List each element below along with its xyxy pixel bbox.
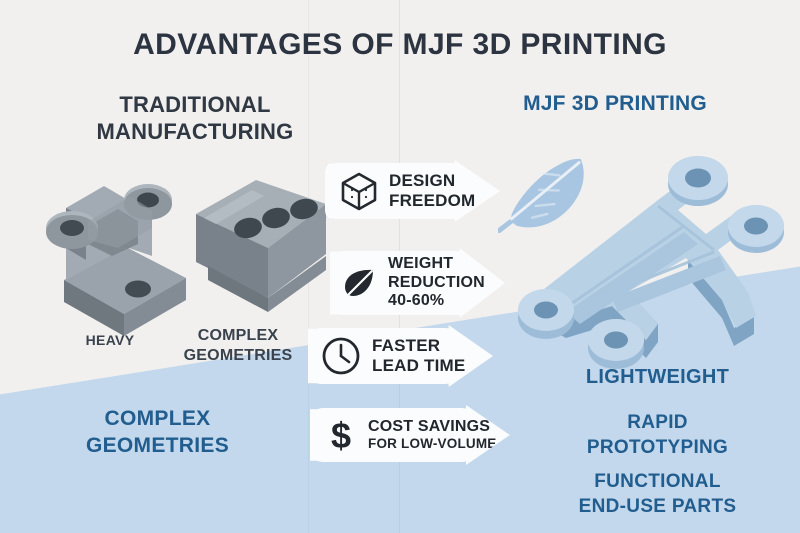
arrow-faster-lead-time[interactable]: FASTER LEAD TIME xyxy=(308,325,493,387)
left-heading-line1: TRADITIONAL xyxy=(119,92,271,117)
arrow-4-line1: COST SAVINGS xyxy=(368,418,491,436)
left-heading-line2: MANUFACTURING xyxy=(96,118,294,144)
arrow-2-line2: REDUCTION xyxy=(388,273,485,291)
arrow-weight-reduction-label: WEIGHT REDUCTION 40-60% xyxy=(388,255,485,312)
benefit-rapid-line1: RAPID xyxy=(627,412,688,433)
feather-icon xyxy=(498,143,608,258)
callout-complex-geometries: COMPLEX GEOMETRIES xyxy=(25,405,290,460)
left-column-heading: TRADITIONAL MANUFACTURING xyxy=(55,92,335,146)
label-complex-gray-line1: COMPLEX xyxy=(197,327,279,344)
svg-text:$: $ xyxy=(331,415,351,456)
arrow-cost-savings-label: COST SAVINGS FOR LOW-VOLUME xyxy=(368,418,497,452)
arrow-2-line3: 40-60% xyxy=(388,292,445,310)
benefit-rapid-prototyping: RAPID PROTOTYPING xyxy=(520,411,795,460)
arrow-3-line1: FASTER xyxy=(372,336,441,356)
arrow-1-line2: FREEDOM xyxy=(389,191,476,210)
arrow-design-freedom-label: DESIGN FREEDOM xyxy=(389,171,475,210)
arrow-2-line1: WEIGHT xyxy=(388,254,454,272)
arrow-3-line2: LEAD TIME xyxy=(372,356,466,375)
label-complex-gray-line2: GEOMETRIES xyxy=(183,347,293,365)
benefit-functional-line1: FUNCTIONAL xyxy=(594,471,721,492)
benefit-functional-line2: END-USE PARTS xyxy=(578,495,737,517)
label-heavy: HEAVY xyxy=(85,332,135,348)
benefit-functional-end-use-parts: FUNCTIONAL END-USE PARTS xyxy=(515,470,800,519)
right-column-heading: MJF 3D PRINTING xyxy=(523,92,707,115)
benefit-lightweight: LIGHTWEIGHT xyxy=(585,366,730,388)
benefit-rapid-line2: PROTOTYPING xyxy=(586,436,729,458)
mjf-lattice-bracket-part xyxy=(508,140,798,370)
page-title: ADVANTAGES OF MJF 3D PRINTING xyxy=(133,28,667,61)
arrow-cost-savings[interactable]: $ COST SAVINGS FOR LOW-VOLUME xyxy=(310,405,510,465)
arrow-1-line1: DESIGN xyxy=(389,171,456,191)
leaf-icon xyxy=(342,263,380,303)
arrow-4-line2: FOR LOW-VOLUME xyxy=(368,436,497,452)
callout-complex-line1: COMPLEX xyxy=(104,407,211,430)
label-complex-geometries-gray: COMPLEX GEOMETRIES xyxy=(168,326,308,366)
traditional-bracket-part xyxy=(26,152,206,337)
traditional-block-part xyxy=(178,170,338,315)
cube-icon xyxy=(339,170,379,212)
dollar-icon: $ xyxy=(324,413,358,457)
clock-icon xyxy=(320,335,362,377)
callout-complex-line2: GEOMETRIES xyxy=(85,434,230,458)
arrow-faster-lead-time-label: FASTER LEAD TIME xyxy=(372,336,465,375)
